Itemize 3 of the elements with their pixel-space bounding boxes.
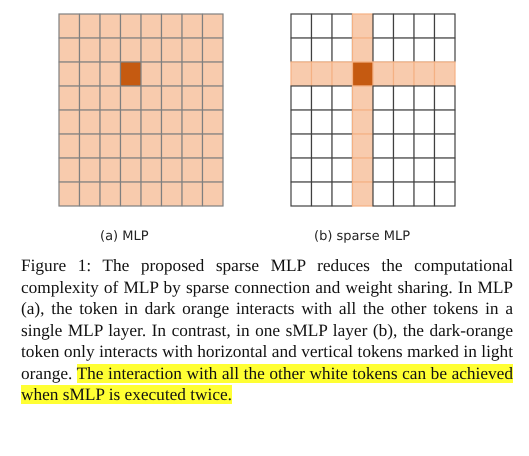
subfigure-label: (a) MLP xyxy=(100,229,149,244)
subfigure-label: (b) sparse MLP xyxy=(314,229,410,244)
figure-caption: Figure 1: The proposed sparse MLP reduces the computational complexity of MLP by sparse connection and weight sharing. In MLP (a), the token in dark orange interacts with all the other tokens in a single MLP layer. In contrast, in one sMLP layer (b), the dark-orange token only interacts with horizontal and vertical tokens marked in light orange. The interaction with all the other white tokens can be achieved when sMLP is executed twice. xyxy=(21,255,513,406)
